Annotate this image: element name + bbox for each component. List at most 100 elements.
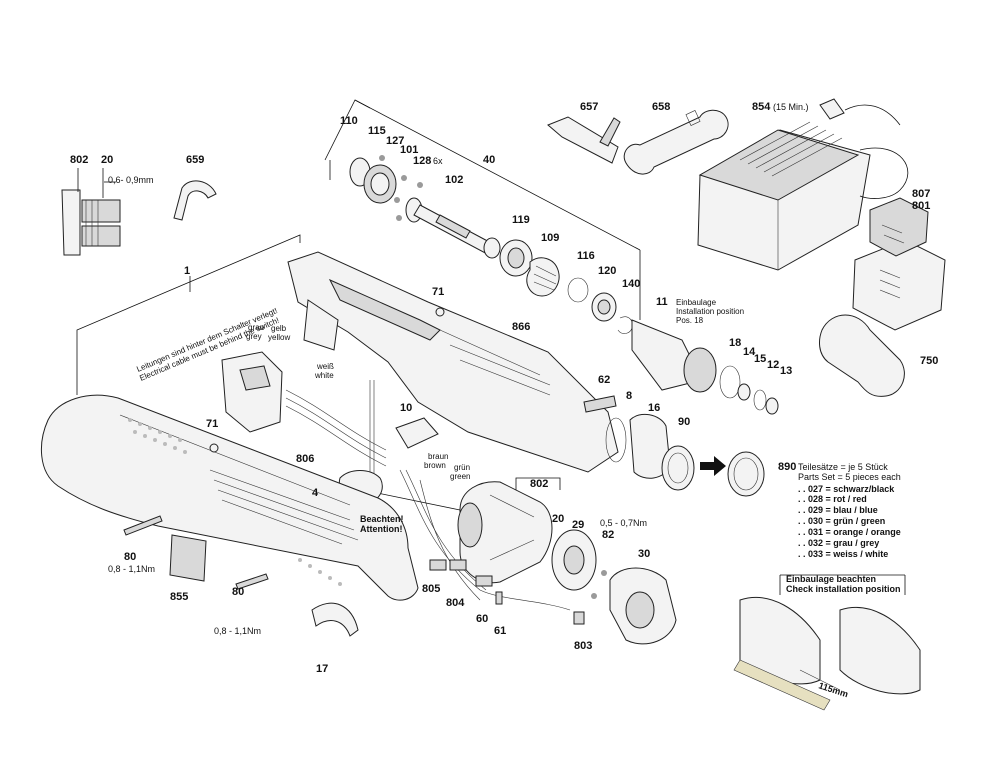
label-750: 750 bbox=[920, 355, 938, 367]
label-4: 4 bbox=[312, 487, 319, 499]
label-80-bottom: 80 bbox=[232, 586, 244, 598]
label-659: 659 bbox=[186, 154, 204, 166]
label-109: 109 bbox=[541, 232, 559, 244]
tools bbox=[547, 109, 729, 175]
dim-torque-82: 0,5 - 0,7Nm bbox=[600, 518, 647, 528]
label-62: 62 bbox=[598, 374, 610, 386]
wire-brown: brown bbox=[424, 461, 446, 470]
note-install-de: Einbaulage bbox=[676, 298, 717, 307]
label-802: 802 bbox=[70, 154, 88, 166]
label-17: 17 bbox=[316, 663, 328, 675]
label-658: 658 bbox=[652, 101, 670, 113]
parts-set-027: . . 027 = schwarz/black bbox=[798, 484, 895, 494]
housing-866 bbox=[287, 251, 619, 473]
charger-854 bbox=[697, 98, 909, 271]
wire-gelb: gelb bbox=[271, 324, 287, 333]
parts-set-de: Teilesätze = je 5 Stück bbox=[798, 462, 888, 472]
label-16: 16 bbox=[648, 402, 660, 414]
label-20-motor: 20 bbox=[552, 513, 564, 525]
label-82: 82 bbox=[602, 529, 614, 541]
wire-grey: grey bbox=[246, 332, 262, 341]
label-854: 854 bbox=[752, 101, 771, 113]
label-101: 101 bbox=[400, 144, 418, 156]
label-802-motor: 802 bbox=[530, 478, 548, 490]
wire-braun: braun bbox=[428, 452, 448, 461]
parts-set-en: Parts Set = 5 pieces each bbox=[798, 472, 901, 482]
parts-set-032: . . 032 = grau / grey bbox=[798, 538, 879, 548]
label-127: 127 bbox=[386, 135, 404, 147]
label-128: 128 bbox=[413, 155, 431, 167]
detail-802-20 bbox=[61, 168, 121, 256]
label-6x: 6x bbox=[433, 156, 443, 166]
label-120: 120 bbox=[598, 265, 616, 277]
label-18: 18 bbox=[729, 337, 741, 349]
parts-set-031: . . 031 = orange / orange bbox=[798, 527, 901, 537]
part-10 bbox=[395, 417, 439, 449]
label-890: 890 bbox=[778, 461, 796, 473]
label-71-body: 71 bbox=[206, 418, 218, 430]
label-866: 866 bbox=[512, 321, 530, 333]
label-803: 803 bbox=[574, 640, 592, 652]
wire-green: green bbox=[450, 472, 470, 481]
note-install-en2: Pos. 18 bbox=[676, 316, 704, 325]
label-15min: (15 Min.) bbox=[773, 102, 809, 112]
label-90: 90 bbox=[678, 416, 690, 428]
wire-weiss: weiß bbox=[316, 362, 334, 371]
label-13: 13 bbox=[780, 365, 792, 377]
cap-750 bbox=[819, 314, 905, 397]
parts-set-029: . . 029 = blau / blue bbox=[798, 505, 878, 515]
note-attention-de: Beachten! bbox=[360, 514, 404, 524]
label-119: 119 bbox=[512, 214, 530, 226]
label-855: 855 bbox=[170, 591, 188, 603]
small-parts bbox=[429, 559, 585, 625]
label-657: 657 bbox=[580, 101, 598, 113]
label-12: 12 bbox=[767, 359, 779, 371]
parts-set-028: . . 028 = rot / red bbox=[798, 494, 867, 504]
front-parts bbox=[583, 395, 765, 497]
note-install-en1: Installation position bbox=[676, 307, 744, 316]
dim-torque-80-left: 0,8 - 1,1Nm bbox=[108, 564, 155, 574]
wire-grau: grau bbox=[248, 323, 264, 332]
wire-yellow: yellow bbox=[268, 333, 290, 342]
label-29: 29 bbox=[572, 519, 584, 531]
wire-gruen: grün bbox=[454, 463, 470, 472]
part-17 bbox=[311, 602, 359, 637]
screw-80-left bbox=[123, 515, 163, 536]
label-801: 801 bbox=[912, 200, 930, 212]
battery-807 bbox=[852, 197, 946, 331]
label-61: 61 bbox=[494, 625, 506, 637]
inset-check-position bbox=[733, 574, 921, 711]
screw-71-top bbox=[435, 307, 445, 317]
parts-set-030: . . 030 = grün / green bbox=[798, 516, 885, 526]
dim-gap: 0,6- 0,9mm bbox=[108, 175, 154, 185]
label-140: 140 bbox=[622, 278, 640, 290]
screw-71-body bbox=[209, 443, 219, 453]
label-805: 805 bbox=[422, 583, 440, 595]
wire-white: white bbox=[314, 371, 334, 380]
clip-659 bbox=[173, 180, 217, 221]
motor-assembly bbox=[457, 481, 677, 645]
label-8: 8 bbox=[626, 390, 632, 402]
spindle-assembly bbox=[349, 155, 633, 334]
label-807: 807 bbox=[912, 188, 930, 200]
label-806: 806 bbox=[296, 453, 314, 465]
label-110: 110 bbox=[340, 115, 358, 127]
label-20: 20 bbox=[101, 154, 113, 166]
label-71-top: 71 bbox=[432, 286, 444, 298]
tool-body-1 bbox=[40, 394, 419, 601]
label-60: 60 bbox=[476, 613, 488, 625]
screw-80-bottom bbox=[235, 573, 269, 590]
dim-torque-80-bottom: 0,8 - 1,1Nm bbox=[214, 626, 261, 636]
clutch-parts bbox=[631, 319, 779, 415]
note-attention-en: Attention! bbox=[360, 524, 403, 534]
label-804: 804 bbox=[446, 597, 465, 609]
note-check-de: Einbaulage beachten bbox=[786, 574, 876, 584]
label-10: 10 bbox=[400, 402, 412, 414]
label-115: 115 bbox=[368, 125, 386, 137]
label-11: 11 bbox=[656, 296, 668, 308]
label-102: 102 bbox=[445, 174, 463, 186]
label-40: 40 bbox=[483, 154, 495, 166]
label-855 bbox=[169, 534, 207, 582]
label-30: 30 bbox=[638, 548, 650, 560]
